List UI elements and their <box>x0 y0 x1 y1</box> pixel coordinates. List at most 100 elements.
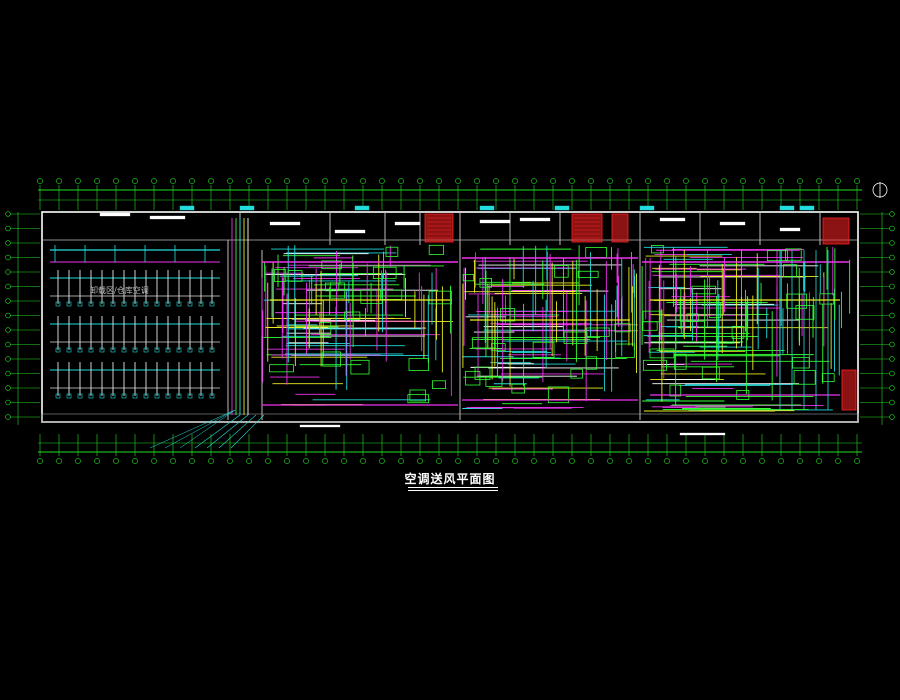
diffuser-icon <box>143 301 149 307</box>
axis-bubble-icon <box>5 399 11 406</box>
axis-bubble-icon <box>721 458 727 464</box>
axis-bubble-icon <box>778 178 784 184</box>
axis-bubble-icon <box>683 458 689 464</box>
axis-bubble-icon <box>797 178 803 184</box>
legend-bar <box>679 432 726 436</box>
axis-bubble-icon <box>702 178 708 184</box>
tag-marker <box>639 205 655 211</box>
axis-bubble-icon <box>854 458 860 464</box>
room-tag <box>719 221 746 226</box>
axis-bubble-icon <box>132 458 138 464</box>
equipment-block <box>571 213 603 243</box>
axis-bubble-icon <box>56 458 62 464</box>
axis-bubble-icon <box>759 178 765 184</box>
ahu-unit <box>651 245 664 254</box>
axis-bubble-icon <box>436 178 442 184</box>
diffuser-icon <box>176 393 182 399</box>
axis-bubble-icon <box>5 370 11 377</box>
axis-bubble-icon <box>835 178 841 184</box>
axis-bubble-icon <box>94 178 100 184</box>
axis-bubble-icon <box>322 458 328 464</box>
axis-bubble-icon <box>854 178 860 184</box>
axis-bubble-icon <box>379 178 385 184</box>
ahu-unit <box>614 323 631 333</box>
room-tag <box>334 229 366 234</box>
axis-bubble-icon <box>816 458 822 464</box>
ahu-unit <box>322 351 341 367</box>
ahu-unit <box>819 293 835 305</box>
axis-bubble-icon <box>113 178 119 184</box>
diffuser-icon <box>132 347 138 353</box>
axis-bubble-icon <box>664 178 670 184</box>
axis-bubble-icon <box>531 178 537 184</box>
diffuser-icon <box>176 347 182 353</box>
axis-bubble-icon <box>37 458 43 464</box>
axis-bubble-icon <box>284 178 290 184</box>
ahu-unit <box>642 310 662 323</box>
ahu-unit <box>385 246 399 257</box>
axis-bubble-icon <box>5 269 11 275</box>
ahu-unit <box>287 270 303 282</box>
axis-bubble-icon <box>889 312 895 319</box>
ahu-unit <box>669 384 682 397</box>
ahu-unit <box>785 248 802 261</box>
ahu-unit <box>471 337 495 349</box>
diffuser-icon <box>143 347 149 353</box>
ahu-unit <box>731 325 745 339</box>
axis-bubble-icon <box>626 458 632 464</box>
axis-bubble-icon <box>189 458 195 464</box>
ahu-unit <box>649 348 675 359</box>
axis-bubble-icon <box>835 458 841 464</box>
ahu-unit <box>563 331 588 344</box>
axis-bubble-icon <box>360 458 366 464</box>
axis-bubble-icon <box>341 458 347 464</box>
leader-line <box>149 409 236 449</box>
ahu-unit <box>462 274 475 282</box>
legend-bar <box>299 424 341 428</box>
axis-bubble-icon <box>550 458 556 464</box>
ahu-unit <box>431 380 446 389</box>
axis-bubble-icon <box>474 178 480 184</box>
leader-line <box>230 414 265 449</box>
diffuser-icon <box>121 347 127 353</box>
ahu-unit <box>795 305 815 320</box>
axis-bubble-icon <box>889 356 895 362</box>
diffuser-icon <box>165 347 171 353</box>
axis-bubble-icon <box>889 283 895 290</box>
leader-line <box>218 414 257 449</box>
axis-bubble-icon <box>246 178 252 184</box>
room-tag <box>779 227 801 232</box>
room-tag <box>659 217 686 222</box>
tag-marker <box>354 205 370 211</box>
axis-bubble-icon <box>5 414 11 420</box>
ahu-unit <box>642 359 667 371</box>
axis-bubble-icon <box>550 178 556 184</box>
axis-bubble-icon <box>5 225 11 232</box>
ahu-unit <box>532 341 555 358</box>
tag-marker <box>479 205 495 211</box>
ahu-unit <box>585 356 598 370</box>
diffuser-icon <box>77 347 83 353</box>
axis-bubble-icon <box>227 458 233 464</box>
axis-bubble-icon <box>170 178 176 184</box>
diffuser-icon <box>165 301 171 307</box>
axis-bubble-icon <box>474 458 480 464</box>
axis-bubble-icon <box>889 341 895 348</box>
diffuser-icon <box>77 393 83 399</box>
ahu-unit <box>783 264 798 278</box>
ahu-unit <box>554 265 569 278</box>
diffuser-icon <box>143 393 149 399</box>
axis-bubble-icon <box>398 178 404 184</box>
diffuser-icon <box>121 393 127 399</box>
ahu-unit <box>325 282 340 292</box>
axis-bubble-icon <box>588 178 594 184</box>
axis-bubble-icon <box>531 458 537 464</box>
axis-bubble-icon <box>360 178 366 184</box>
diffuser-icon <box>132 301 138 307</box>
axis-bubble-icon <box>322 178 328 184</box>
ahu-unit <box>709 302 721 319</box>
equipment-block <box>841 369 857 411</box>
diffuser-icon <box>99 347 105 353</box>
axis-bubble-icon <box>607 458 613 464</box>
